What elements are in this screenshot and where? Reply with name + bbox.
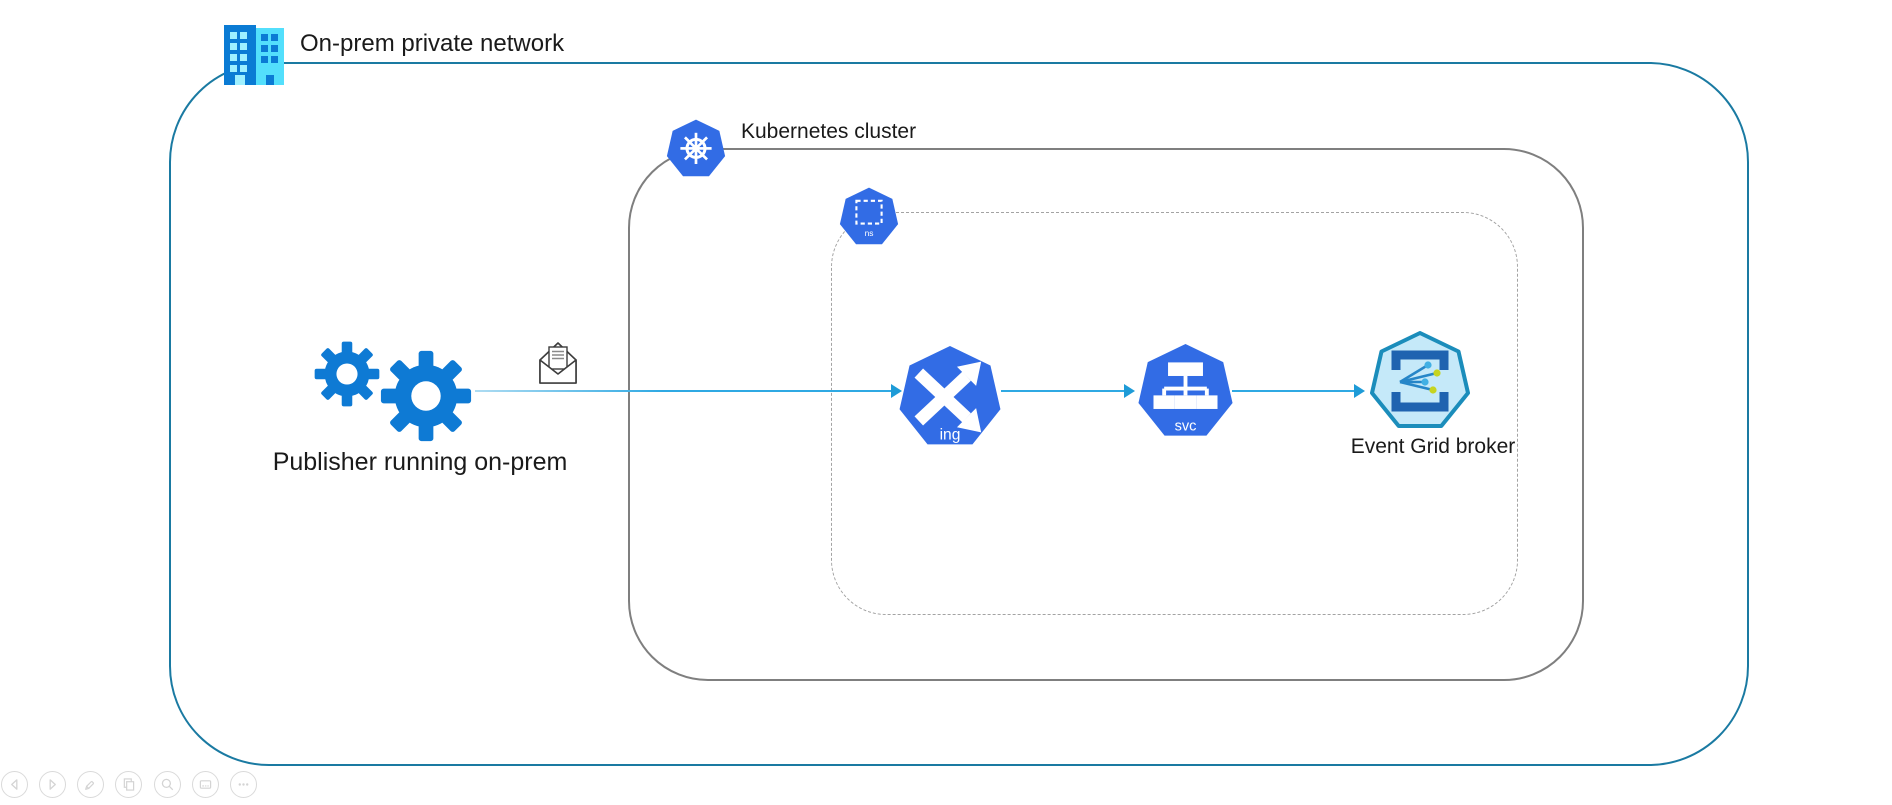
- notes-icon: [199, 780, 211, 789]
- ingress-icon-label: ing: [940, 427, 961, 444]
- event-grid-label: Event Grid broker: [1350, 435, 1516, 458]
- ingress-icon: ing: [899, 346, 1001, 445]
- publisher-label: Publisher running on-prem: [272, 448, 568, 476]
- more-button[interactable]: [229, 771, 257, 798]
- flow-arrow-service-to-eventgrid: [1232, 390, 1354, 393]
- building-icon: [224, 25, 284, 85]
- gear-icon-small: [314, 341, 380, 407]
- flow-arrow-ingress-to-service: [1001, 390, 1124, 393]
- onprem-network-label: On-prem private network: [300, 30, 565, 57]
- onprem-network-boundary: [169, 62, 1749, 766]
- kubernetes-icon: [666, 119, 726, 177]
- copy-button[interactable]: [114, 771, 142, 798]
- service-icon: svc: [1138, 343, 1233, 436]
- copy-icon: [123, 778, 134, 791]
- arrowhead-ingress: [891, 384, 902, 398]
- next-icon: [49, 779, 56, 790]
- namespace-icon-label: ns: [865, 228, 874, 238]
- arrowhead-eventgrid: [1354, 384, 1365, 398]
- previous-icon: [10, 779, 17, 790]
- service-icon-label: svc: [1175, 418, 1197, 434]
- namespace-icon: ns: [839, 187, 899, 245]
- edit-pencil-icon: [84, 780, 94, 790]
- more-ellipsis-icon: [238, 783, 248, 786]
- event-grid-icon: [1370, 331, 1470, 428]
- kubernetes-cluster-boundary: [628, 148, 1584, 681]
- previous-button[interactable]: [0, 771, 28, 798]
- arrowhead-service: [1124, 384, 1135, 398]
- flow-arrow-publisher-to-ingress: [475, 390, 891, 393]
- edit-button[interactable]: [76, 771, 104, 798]
- message-icon: [539, 342, 577, 384]
- namespace-boundary: [831, 212, 1518, 615]
- gear-icon-large: [380, 350, 472, 442]
- magnifier-icon: [161, 778, 173, 791]
- kubernetes-cluster-label: Kubernetes cluster: [741, 120, 917, 143]
- next-button[interactable]: [38, 771, 66, 798]
- notes-button[interactable]: [191, 771, 219, 798]
- zoom-button[interactable]: [153, 771, 181, 798]
